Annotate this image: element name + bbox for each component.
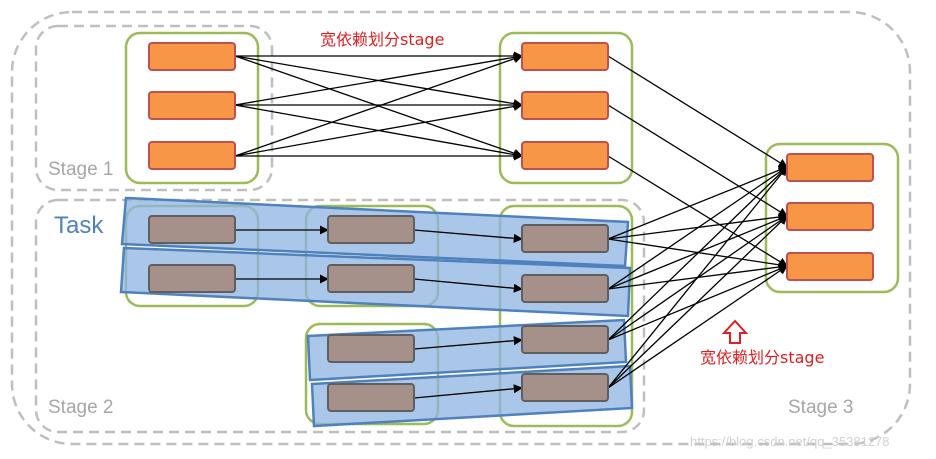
partition-s2b-2 xyxy=(327,264,415,293)
task-partitions xyxy=(148,215,609,412)
rdd-stage3-a xyxy=(498,31,634,185)
shuffle-arrows-top xyxy=(234,51,523,161)
stage3-container xyxy=(10,10,912,446)
stage2-label: Stage 2 xyxy=(48,397,114,418)
partition-s2c-2 xyxy=(327,383,415,412)
arrows-to-final-rdd-top xyxy=(607,55,788,267)
rdd-stage2-c xyxy=(304,322,440,426)
partition-s3b-3 xyxy=(786,252,874,281)
partition-s2c-1 xyxy=(327,334,415,363)
partition-s3a-2 xyxy=(521,91,609,120)
partition-s2a-2 xyxy=(148,264,236,293)
stage1-container xyxy=(34,24,274,192)
up-arrow-icon xyxy=(721,319,749,344)
task-label: Task xyxy=(54,212,104,239)
partition-s1-3 xyxy=(148,141,236,170)
orange-partitions xyxy=(148,42,874,281)
stage3-label: Stage 3 xyxy=(788,397,854,418)
shuffle-arrows-bottom xyxy=(607,165,788,389)
partition-s2d-2 xyxy=(521,274,609,303)
rdd-stage3-b xyxy=(764,142,900,294)
partition-s1-2 xyxy=(148,91,236,120)
partition-s2d-4 xyxy=(521,373,609,402)
partition-s3a-1 xyxy=(521,42,609,71)
narrow-dependency-arrows xyxy=(235,225,523,399)
stage1-label: Stage 1 xyxy=(48,159,114,180)
watermark: https://blog.csdn.net/qq_35381278 xyxy=(690,434,890,449)
partition-s2a-1 xyxy=(148,215,236,244)
partition-s1-1 xyxy=(148,42,236,71)
wide-dependency-note-top: 宽依赖划分stage xyxy=(320,30,444,49)
partition-s2d-1 xyxy=(521,224,609,253)
wide-dependency-note-bottom: 宽依赖划分stage xyxy=(700,348,824,367)
partition-s2d-3 xyxy=(521,325,609,354)
partition-s3a-3 xyxy=(521,141,609,170)
partition-s3b-2 xyxy=(786,202,874,231)
partition-s3b-1 xyxy=(786,153,874,182)
rdd-stage1-a xyxy=(124,31,260,185)
stage2-container xyxy=(34,198,646,434)
partition-s2b-1 xyxy=(327,215,415,244)
